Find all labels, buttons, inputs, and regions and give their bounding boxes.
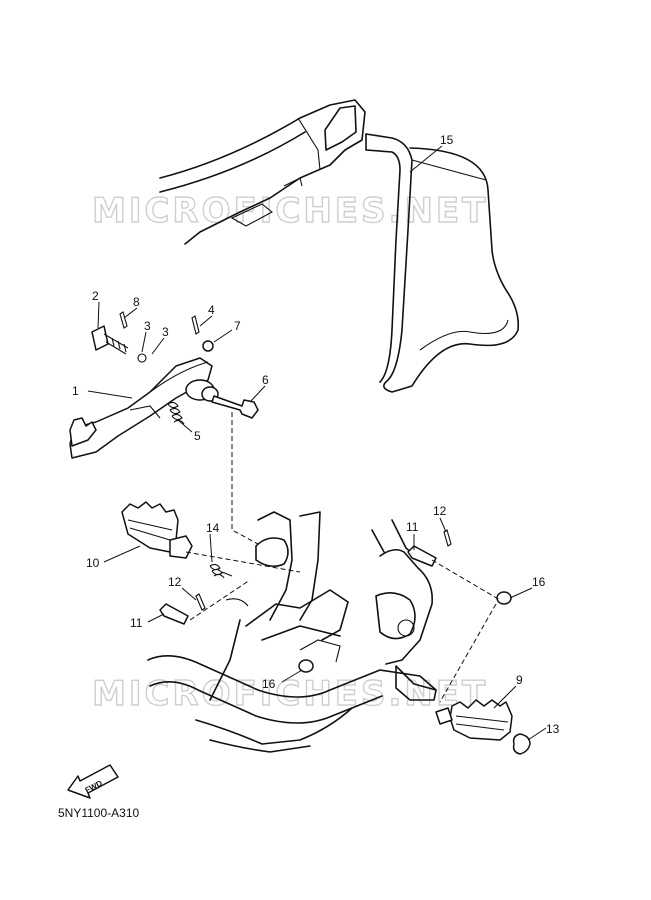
- callout-11b: 11: [406, 520, 419, 534]
- callout-5: 5: [194, 429, 201, 443]
- callout-11a: 11: [130, 616, 143, 630]
- callout-16a: 16: [532, 575, 546, 589]
- callout-12b: 12: [433, 504, 447, 518]
- callout-12a: 12: [168, 575, 182, 589]
- diagram-code: 5NY1100-A310: [58, 806, 140, 820]
- fwd-arrow-icon: FWD: [67, 764, 119, 799]
- callout-15: 15: [440, 133, 454, 147]
- callout-13: 13: [546, 722, 560, 736]
- callout-16b: 16: [262, 677, 276, 691]
- alignment-lines: [185, 412, 501, 703]
- callout-7: 7: [234, 319, 241, 333]
- watermark-bottom: MICROFICHES.NET: [92, 674, 488, 714]
- leader-lines: [87, 145, 547, 741]
- swingarm-illustration: [159, 99, 366, 245]
- callout-14: 14: [206, 521, 220, 535]
- callout-1: 1: [72, 384, 79, 398]
- callout-10: 10: [86, 556, 100, 570]
- sidestand-illustration: [365, 133, 520, 393]
- callout-2: 2: [92, 289, 99, 303]
- callout-9: 9: [516, 673, 523, 687]
- small-parts-illustration: [159, 529, 531, 755]
- callout-8: 8: [133, 295, 140, 309]
- callout-labels: 1 2 3 3 4 5 6 7 8 9 10 11 11 12 12 13 14…: [72, 133, 560, 736]
- callout-6: 6: [262, 373, 269, 387]
- callout-3b: 3: [162, 325, 169, 339]
- watermark-top: MICROFICHES.NET: [92, 191, 488, 231]
- footrest-right-illustration: [435, 699, 513, 741]
- callout-3a: 3: [144, 319, 151, 333]
- callout-4: 4: [208, 303, 215, 317]
- brake-pedal-illustration: [69, 311, 259, 459]
